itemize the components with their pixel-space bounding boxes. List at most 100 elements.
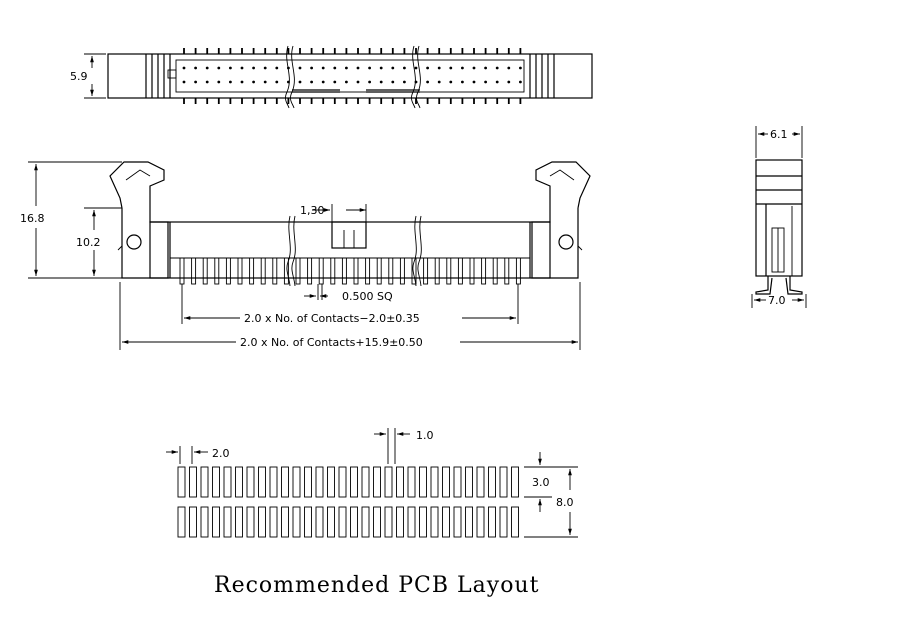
pcb-pad-top (499, 466, 508, 498)
pcb-pad-top (258, 466, 266, 498)
top-pin-dot (263, 66, 267, 70)
top-pin-dot (379, 66, 383, 70)
front-pin (365, 257, 371, 285)
dim-pin-span: 2.0 x No. of Contacts−2.0±0.35 (244, 312, 420, 325)
front-pin (249, 257, 255, 285)
pcb-pad-top (327, 466, 335, 498)
top-pin-dot (298, 80, 302, 84)
front-pin (446, 257, 452, 285)
front-view: 16.8 10.2 1,30 0.500 SQ 2.0 x No. of Con… (20, 161, 591, 350)
pcb-pad-bottom (465, 506, 473, 538)
top-pin-dot (321, 66, 325, 70)
front-pin (283, 257, 289, 285)
front-pin (504, 257, 510, 285)
top-pin-dot (437, 80, 441, 84)
top-pin-dot (437, 66, 441, 70)
pcb-pad-top (476, 466, 485, 498)
top-pin-dot (449, 66, 453, 70)
pcb-pad-bottom (499, 506, 508, 538)
dim-overall-height: 16.8 (20, 212, 45, 225)
top-pin-dot (217, 80, 221, 84)
pcb-pad-bottom (430, 506, 439, 538)
top-pin-dot (449, 80, 453, 84)
pcb-pad-top (200, 466, 209, 498)
front-pin (492, 257, 498, 285)
pcb-pad-top (350, 466, 358, 498)
front-pin (330, 257, 336, 285)
pcb-pad-top (465, 466, 473, 498)
top-pin-dot (217, 66, 221, 70)
pcb-pad-bottom (419, 506, 427, 538)
right-latch-pivot (558, 234, 574, 250)
top-pin-dot (484, 66, 487, 70)
top-pin-dot (182, 80, 186, 84)
pcb-layout: 2.0 1.0 3.0 8.0 (166, 428, 578, 538)
front-pin (341, 257, 347, 285)
pcb-pad-top (396, 466, 404, 498)
top-pin-dot (252, 80, 256, 84)
pcb-pad-bottom (189, 506, 197, 538)
pcb-pad-bottom (476, 506, 485, 538)
top-pin-dot (507, 66, 511, 70)
top-pin-dot (333, 80, 337, 84)
pcb-pad-bottom (223, 506, 232, 538)
top-pin-dot (252, 66, 256, 70)
right-ejector-latch (531, 161, 591, 279)
top-pin-dot (495, 66, 499, 70)
dim-key-width: 1,30 (300, 204, 325, 217)
pcb-pad-top (269, 466, 278, 498)
top-pin-dot (229, 66, 232, 70)
pcb-pad-bottom (511, 506, 519, 538)
top-pin-dot (194, 80, 198, 84)
pcb-pad-bottom (281, 506, 289, 538)
pcb-pad-bottom (373, 506, 381, 538)
top-pin-dot (229, 80, 232, 84)
top-pin-dot (484, 80, 487, 84)
pcb-pad-bottom (235, 506, 243, 538)
connector-body (149, 221, 551, 279)
pcb-pad-top (488, 466, 496, 498)
left-ejector-latch (109, 161, 169, 279)
pcb-pad-top (407, 466, 416, 498)
pcb-pad-top (384, 466, 393, 498)
pcb-pad-bottom (488, 506, 496, 538)
top-pin-dot (205, 66, 209, 70)
front-pin (295, 257, 301, 285)
pcb-pad-top (430, 466, 439, 498)
pcb-pad-top (453, 466, 462, 498)
pcb-pad-bottom (269, 506, 278, 538)
top-view-pins (182, 48, 522, 104)
top-pin-dot (298, 66, 302, 70)
front-pin (272, 257, 278, 285)
pcb-pad-top (177, 466, 186, 498)
top-pin-dot (368, 80, 371, 84)
front-pin (237, 257, 243, 285)
pcb-pad-top (235, 466, 243, 498)
front-pin (353, 257, 359, 285)
top-pin-dot (391, 66, 395, 70)
top-pin-dot (461, 66, 464, 70)
pcb-pad-bottom (396, 506, 404, 538)
pcb-pad-top (511, 466, 519, 498)
front-pin (423, 257, 429, 285)
pcb-pad-top (442, 466, 450, 498)
pcb-pad-bottom (246, 506, 255, 538)
top-pin-dot (519, 80, 522, 84)
top-pin-dot (345, 80, 348, 84)
dim-pcb-pad-width: 1.0 (416, 429, 434, 442)
pcb-pad-bottom (338, 506, 347, 538)
top-pin-dot (356, 66, 360, 70)
pcb-pad-top (361, 466, 370, 498)
pcb-pad-bottom (327, 506, 335, 538)
top-pin-dot (275, 80, 279, 84)
pcb-pad-top (212, 466, 220, 498)
dim-pcb-pad-length: 3.0 (532, 476, 550, 489)
pcb-pad-bottom (200, 506, 209, 538)
top-view-outline (107, 53, 593, 99)
pcb-pad-bottom (384, 506, 393, 538)
front-pin (481, 257, 487, 285)
front-pin (388, 257, 394, 285)
top-pin-dot (356, 80, 360, 84)
pcb-pad-top (338, 466, 347, 498)
